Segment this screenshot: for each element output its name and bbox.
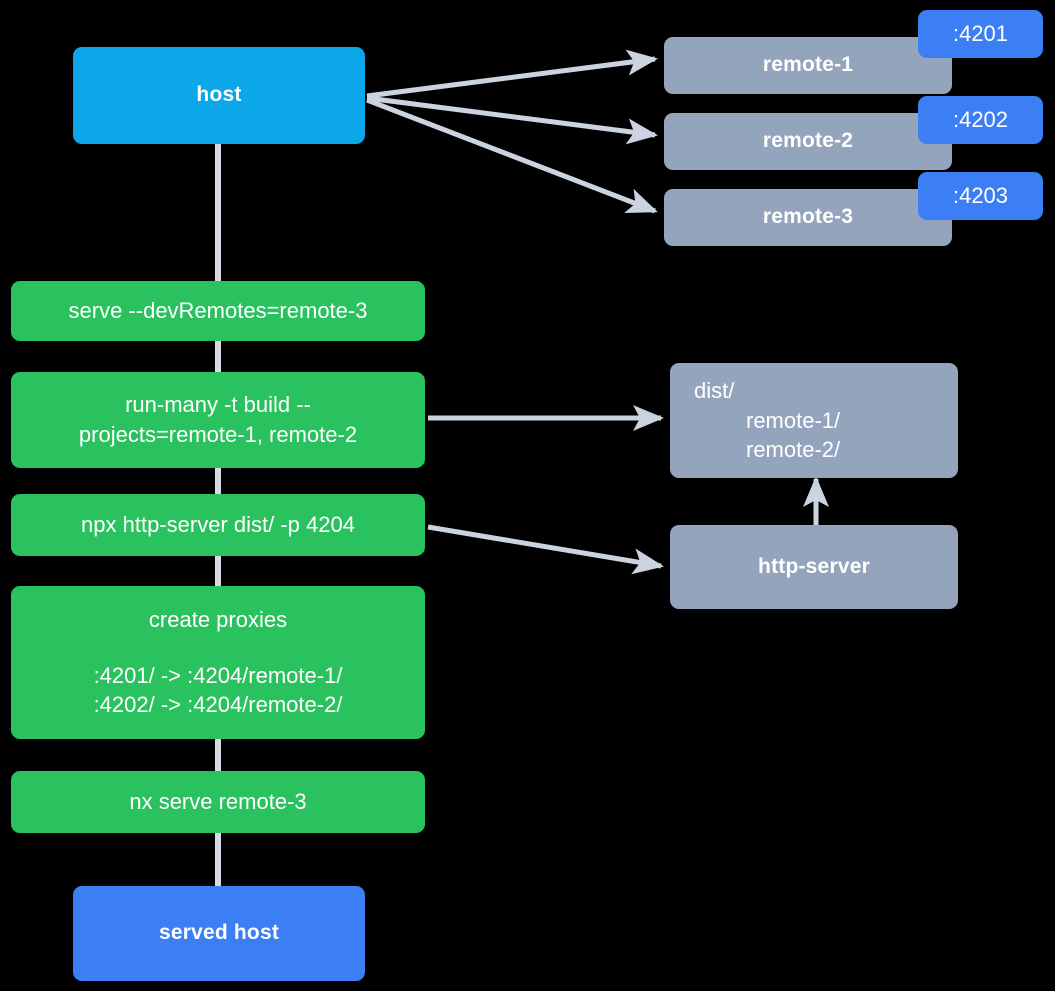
dist-folder-line-2: remote-1/ (746, 407, 841, 433)
node-remote-3-label: remote-3 (762, 205, 854, 229)
command-create-proxies-title: create proxies (148, 606, 288, 632)
node-command-serve-dev-remotes[interactable]: serve --devRemotes=remote-3 (11, 281, 425, 341)
node-http-server-label: http-server (758, 554, 870, 578)
command-serve-dev-remotes-label: serve --devRemotes=remote-3 (68, 298, 368, 324)
dist-folder-line-1: dist/ (694, 377, 735, 403)
badge-remote-3-port: :4203 (918, 172, 1043, 220)
node-host-label: host (196, 83, 242, 107)
dist-folder-line-3: remote-2/ (746, 437, 841, 463)
node-dist-folder[interactable]: dist/ remote-1/ remote-2/ (670, 363, 958, 478)
node-served-host-label: served host (158, 921, 280, 945)
node-command-run-many-build[interactable]: run-many -t build -- projects=remote-1, … (11, 372, 425, 468)
badge-remote-3-port-label: :4203 (952, 183, 1009, 208)
node-remote-2[interactable]: remote-2 (664, 113, 952, 170)
node-remote-3[interactable]: remote-3 (664, 189, 952, 246)
badge-remote-1-port-label: :4201 (952, 21, 1009, 46)
command-to-http-server-edge (427, 524, 664, 575)
badge-remote-1-port: :4201 (918, 10, 1043, 58)
node-remote-1-label: remote-1 (762, 53, 854, 77)
command-nx-serve-remote-3-label: nx serve remote-3 (129, 789, 307, 815)
node-host[interactable]: host (73, 47, 365, 144)
node-served-host[interactable]: served host (73, 886, 365, 981)
host-to-remotes-edges (366, 49, 658, 214)
command-create-proxies-line-1: :4201/ -> :4204/remote-1/ (93, 662, 343, 688)
command-npx-http-server-label: npx http-server dist/ -p 4204 (81, 512, 355, 538)
badge-remote-2-port-label: :4202 (952, 107, 1009, 132)
command-run-many-build-line-1: run-many -t build -- (125, 392, 311, 418)
node-command-nx-serve-remote-3[interactable]: nx serve remote-3 (11, 771, 425, 833)
command-create-proxies-line-2: :4202/ -> :4204/remote-2/ (93, 692, 343, 718)
node-remote-1[interactable]: remote-1 (664, 37, 952, 94)
command-run-many-build-line-2: projects=remote-1, remote-2 (78, 422, 358, 447)
badge-remote-2-port: :4202 (918, 96, 1043, 144)
node-remote-2-label: remote-2 (762, 129, 854, 153)
node-command-npx-http-server[interactable]: npx http-server dist/ -p 4204 (11, 494, 425, 556)
node-command-create-proxies[interactable]: create proxies :4201/ -> :4204/remote-1/… (11, 586, 425, 739)
node-http-server[interactable]: http-server (670, 525, 958, 609)
